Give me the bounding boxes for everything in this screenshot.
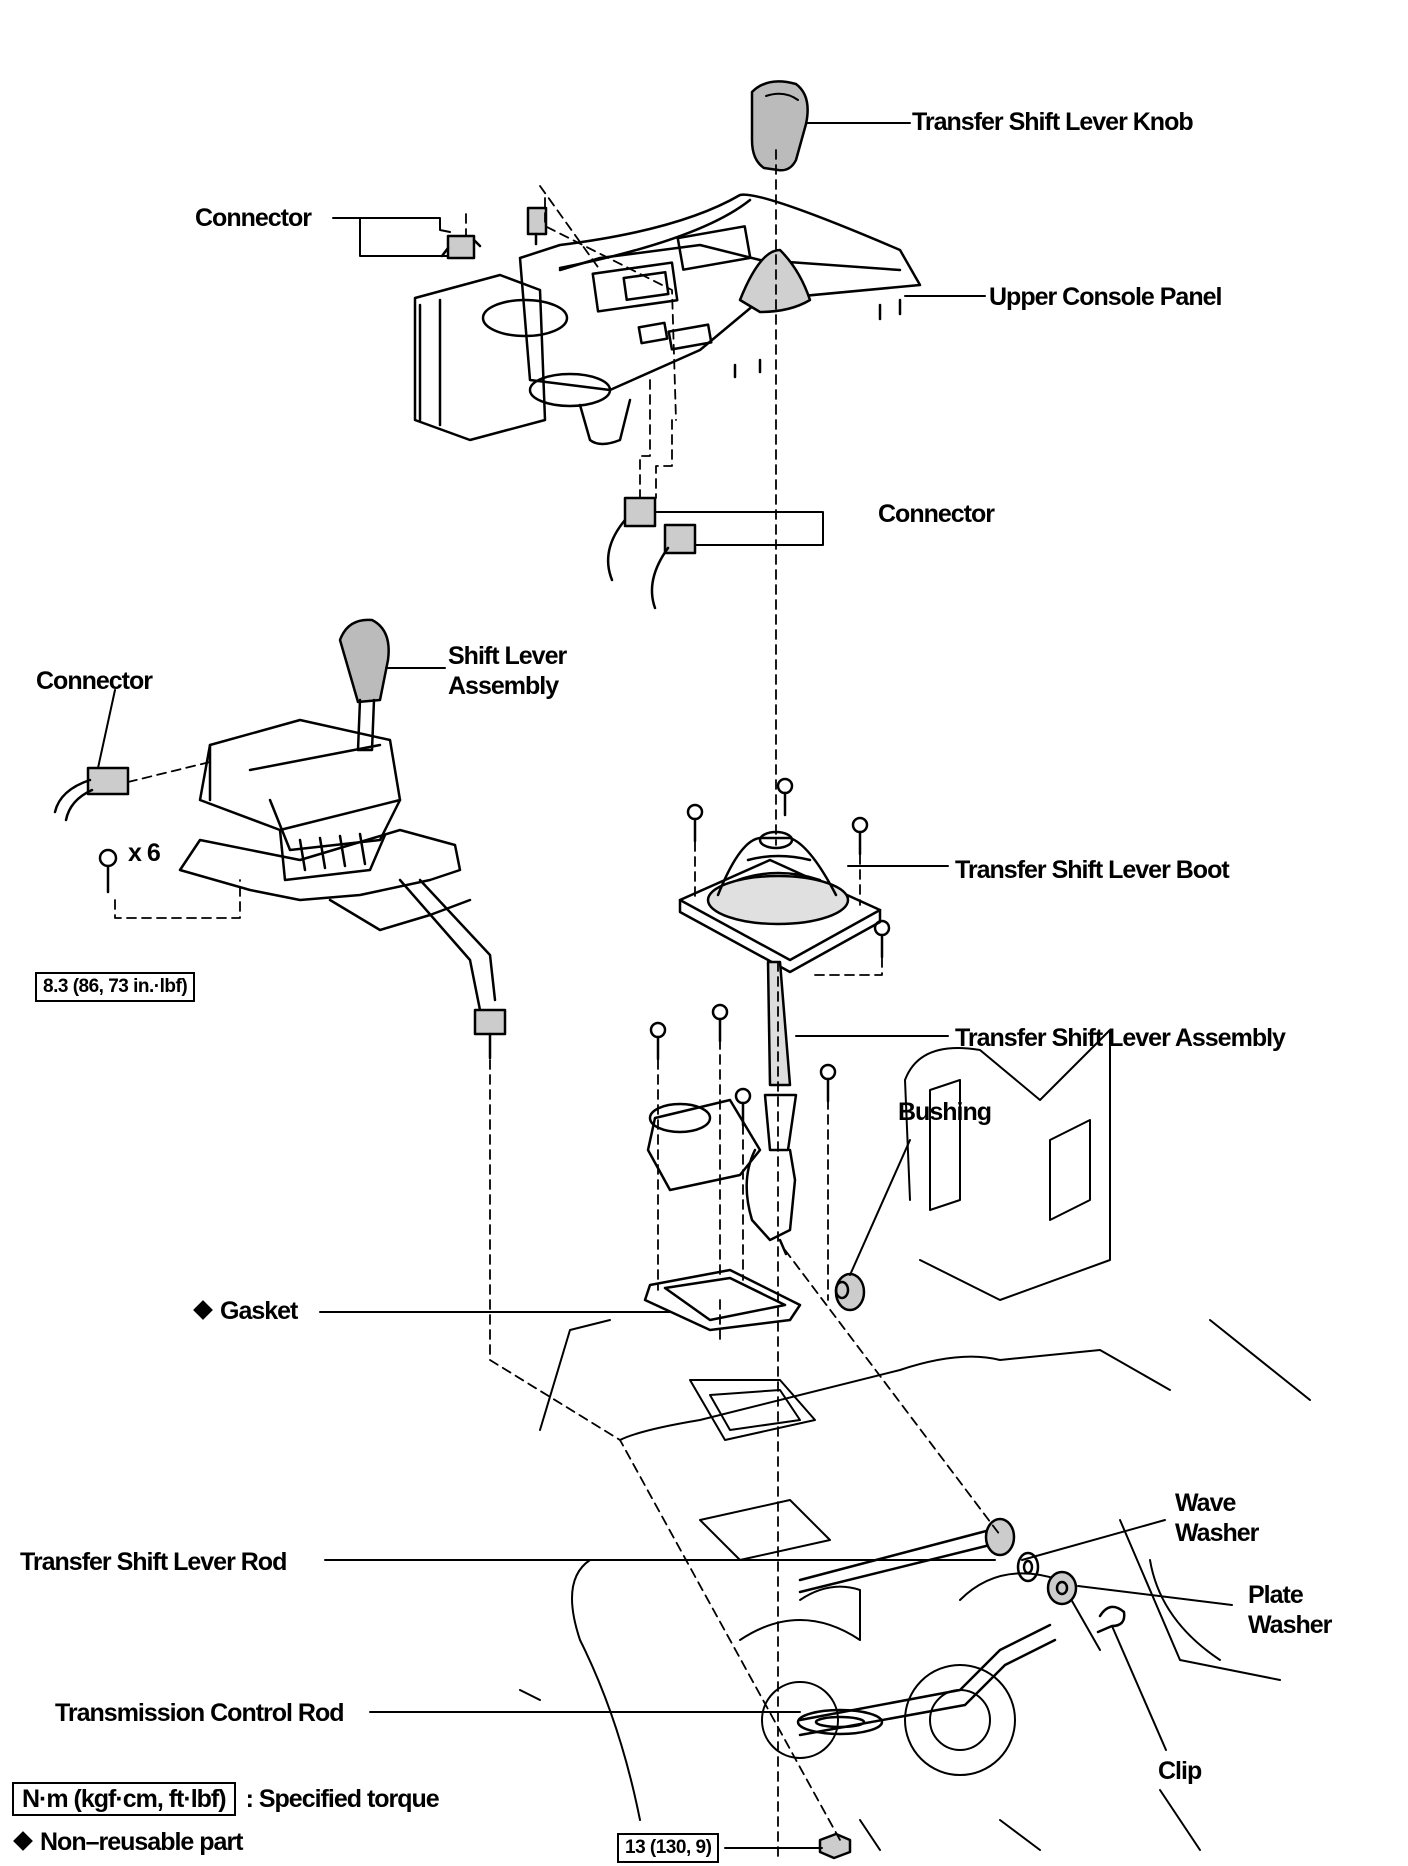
label-wave-washer-line1: Wave <box>1175 1489 1236 1517</box>
transfer-shift-lever-boot <box>678 777 891 974</box>
label-shift-lever-assembly: Shift Lever Assembly <box>448 641 567 701</box>
label-bushing: Bushing <box>898 1098 992 1126</box>
transmission-control-rod <box>796 1623 1057 1737</box>
label-shift-lever-assembly-line2: Assembly <box>448 672 559 700</box>
wave-washer <box>1016 1551 1040 1583</box>
transfer-shift-lever-rod <box>798 1517 1016 1594</box>
label-plate-washer-line1: Plate <box>1248 1581 1304 1609</box>
connector-left <box>53 766 130 822</box>
label-transfer-shift-lever-boot: Transfer Shift Lever Boot <box>955 856 1230 884</box>
upper-console-panel <box>413 193 922 446</box>
label-connector-left: Connector <box>36 667 153 695</box>
label-clip: Clip <box>1158 1757 1202 1785</box>
legend-specified-torque: N·m (kgf·cm, ft·lbf) : Specified torque <box>12 1782 440 1816</box>
label-gasket-text: Gasket <box>220 1297 298 1325</box>
label-shift-lever-assembly-line1: Shift Lever <box>448 642 567 670</box>
torque-shift-lever-bolts: 8.3 (86, 73 in.·lbf) <box>35 972 196 1002</box>
label-transfer-shift-lever-rod: Transfer Shift Lever Rod <box>20 1548 287 1576</box>
alignment-lines <box>114 149 1001 1861</box>
label-wave-washer-line2: Washer <box>1175 1519 1259 1547</box>
non-reusable-diamond-icon <box>193 1300 213 1320</box>
shift-lever-assembly <box>98 618 507 1060</box>
leader-lines <box>97 122 1233 1849</box>
legend-torque-unit-box: N·m (kgf·cm, ft·lbf) <box>12 1782 236 1816</box>
label-upper-console-panel: Upper Console Panel <box>989 283 1222 311</box>
label-plate-washer: Plate Washer <box>1248 1580 1332 1640</box>
legend-diamond-icon <box>13 1831 33 1851</box>
bushing <box>834 1272 866 1312</box>
connector-top-pair <box>440 206 548 260</box>
bottom-nut <box>818 1832 852 1860</box>
label-transfer-shift-lever-assembly: Transfer Shift Lever Assembly <box>955 1024 1286 1052</box>
label-quantity: x 6 <box>128 839 161 867</box>
label-connector-top: Connector <box>195 204 312 232</box>
label-wave-washer: Wave Washer <box>1175 1488 1259 1548</box>
transfer-shift-lever-knob <box>750 80 809 172</box>
label-transmission-control-rod: Transmission Control Rod <box>55 1699 345 1727</box>
legend-non-reusable: Non–reusable part <box>13 1828 244 1857</box>
legend-non-reusable-text: Non–reusable part <box>40 1828 244 1856</box>
gasket <box>643 1268 802 1332</box>
transfer-shift-lever-assembly <box>646 960 837 1256</box>
plate-washer <box>1046 1570 1078 1606</box>
torque-bottom-nut: 13 (130, 9) <box>617 1833 720 1863</box>
label-plate-washer-line2: Washer <box>1248 1611 1332 1639</box>
connector-middle-pair <box>606 496 697 610</box>
label-transfer-shift-lever-knob: Transfer Shift Lever Knob <box>912 108 1194 136</box>
transmission-body <box>519 1029 1311 1851</box>
legend-torque-text: : Specified torque <box>245 1785 440 1813</box>
label-connector-middle: Connector <box>878 500 995 528</box>
clip <box>1096 1605 1126 1634</box>
label-gasket: Gasket <box>193 1297 298 1325</box>
